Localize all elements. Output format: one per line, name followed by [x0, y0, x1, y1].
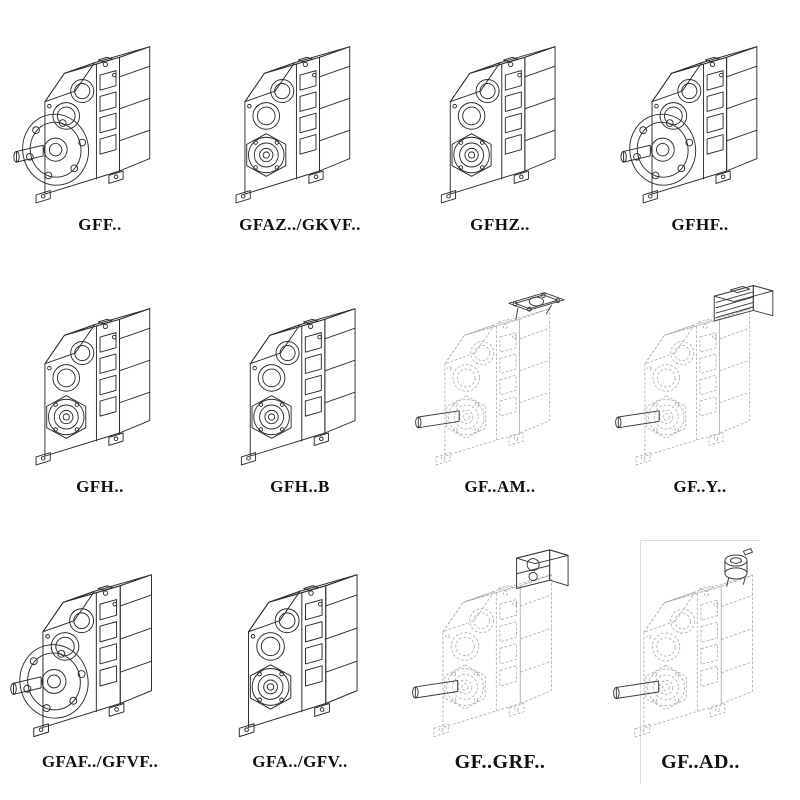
- catalog-cell-gfhf: GFHF..: [620, 16, 760, 246]
- model-label-gfad: GF..AD..: [661, 751, 740, 773]
- gearbox-drawing-gfhz: [440, 46, 556, 204]
- model-label-gfaz: GFAZ../GKVF..: [239, 214, 361, 234]
- catalog-cell-gfhb: GFH..B: [240, 278, 360, 508]
- catalog-cell-gfa: GFA../GFV..: [238, 540, 360, 784]
- gearbox-drawing-gfh: [35, 308, 151, 466]
- gearbox-drawing-gff: [13, 46, 151, 204]
- model-label-gff: GFF..: [78, 214, 122, 234]
- model-label-gfy: GF..Y..: [673, 476, 727, 496]
- gearbox-drawing-gfam: [415, 292, 565, 466]
- model-label-gfhz: GFHZ..: [470, 214, 530, 234]
- model-label-gfgrf: GF..GRF..: [454, 751, 546, 773]
- model-label-gfhf: GFHF..: [671, 214, 729, 234]
- catalog-cell-gfy: GF..Y..: [615, 278, 774, 508]
- model-label-gfhb: GFH..B: [270, 476, 330, 496]
- gearbox-drawing-gfhb: [240, 308, 356, 466]
- model-label-gfam: GF..AM..: [464, 476, 536, 496]
- model-label-gfh: GFH..: [76, 476, 124, 496]
- gearbox-drawing-gfgrf: [412, 549, 569, 738]
- catalog-cell-gfam: GF..AM..: [415, 278, 565, 508]
- catalog-cell-gff: GFF..: [13, 16, 160, 246]
- catalog-cell-gfh: GFH..: [35, 278, 160, 508]
- gearbox-drawing-gfhf: [620, 46, 758, 204]
- catalog-cell-gfad: GF..AD..: [612, 540, 760, 784]
- catalog-cell-gfhz: GFHZ..: [440, 16, 560, 246]
- gearbox-drawing-gfaf: [10, 574, 153, 738]
- model-label-gfaf: GFAF../GFVF..: [41, 752, 159, 771]
- gearbox-drawing-gfad: [612, 548, 753, 738]
- catalog-cell-gfaf: GFAF../GFVF..: [10, 540, 160, 784]
- gearbox-drawing-gfaz: [235, 46, 351, 204]
- gearbox-drawing-gfa: [238, 574, 358, 738]
- model-label-gfa: GFA../GFV..: [252, 752, 348, 771]
- gearbox-drawing-gfy: [615, 285, 774, 466]
- catalog-cell-gfaz: GFAZ../GKVF..: [235, 16, 361, 246]
- catalog-cell-gfgrf: GF..GRF..: [412, 540, 569, 784]
